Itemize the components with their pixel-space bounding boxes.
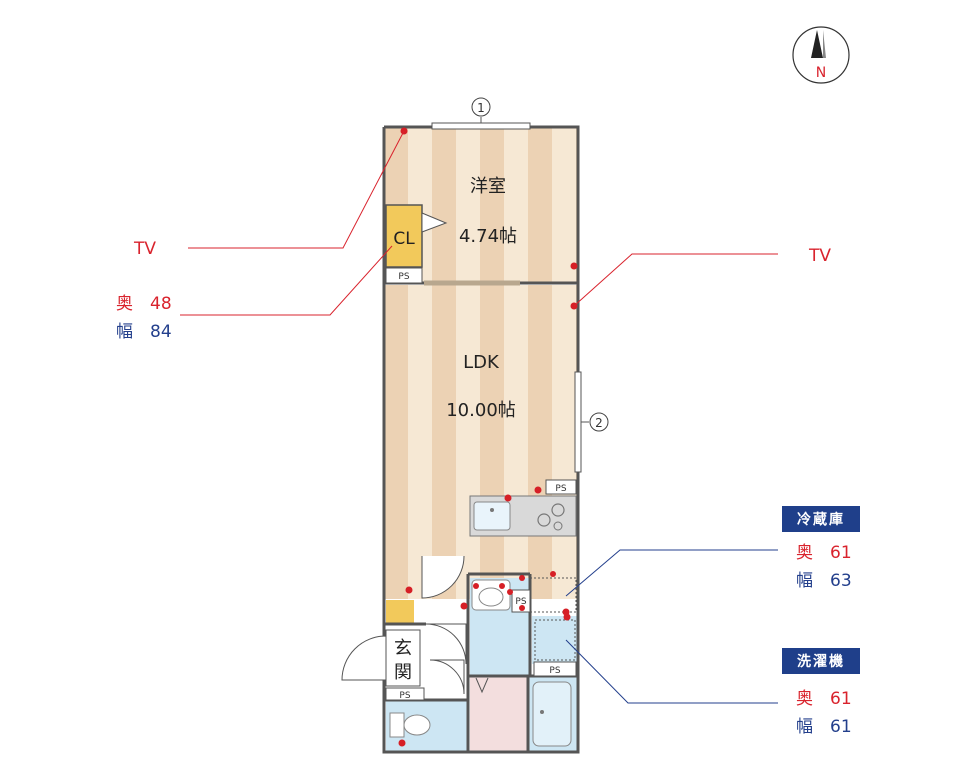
tv-right-label: TV — [808, 246, 831, 266]
window-1-label: 1 — [477, 101, 485, 115]
tv-left-leader — [188, 130, 405, 249]
kitchen-counter — [469, 495, 577, 537]
fridge-depth-value: 61 — [830, 543, 852, 563]
closet — [385, 204, 423, 268]
washer-leader — [565, 639, 778, 704]
entrance-box — [385, 629, 421, 687]
washer-depth-label: 奥 — [796, 689, 813, 709]
fridge-title: 冷蔵庫 — [797, 511, 845, 528]
washer-width-value: 61 — [830, 717, 852, 737]
fridge-depth-label: 奥 — [796, 543, 813, 563]
entrance-label-1: 玄 — [394, 638, 412, 659]
fridge-width-label: 幅 — [796, 571, 813, 591]
tv-right-leader — [573, 253, 778, 307]
washer-width-label: 幅 — [796, 717, 813, 737]
washer-badge — [782, 648, 860, 674]
window-2-label: 2 — [595, 416, 603, 430]
washer-depth-value: 61 — [830, 689, 852, 709]
ps-box-4 — [533, 661, 577, 677]
outlet-dots — [398, 127, 578, 747]
fridge-leader — [565, 549, 778, 597]
shoe-box — [386, 600, 414, 624]
closet-label: CL — [393, 229, 415, 249]
ps-label-3: PS — [515, 597, 526, 607]
ps-label-5: PS — [399, 691, 410, 701]
washer-space — [532, 616, 578, 664]
window-1: 1 — [431, 97, 531, 130]
closet-width-label: 幅 — [116, 322, 133, 342]
entrance-label-2: 関 — [394, 662, 412, 683]
tv-left-label: TV — [133, 239, 156, 259]
fridge-badge — [782, 506, 860, 532]
toilet-floor — [470, 676, 528, 752]
ldk-name: LDK — [463, 352, 500, 373]
ps-label-4: PS — [549, 666, 560, 676]
closet-depth-label: 奥 — [116, 294, 133, 314]
closet-width-value: 84 — [150, 322, 172, 342]
doors — [341, 555, 489, 695]
ldk-floor — [384, 285, 578, 599]
closet-leader — [180, 245, 393, 316]
compass-icon: N — [792, 26, 850, 84]
bathtub — [532, 681, 572, 747]
compass-north-label: N — [816, 65, 826, 81]
ps-box-1 — [385, 267, 423, 284]
fridge-width-value: 63 — [830, 571, 852, 591]
western-room-size: 4.74帖 — [459, 226, 517, 247]
closet-door — [421, 212, 448, 233]
washer-title: 洗濯機 — [797, 653, 845, 670]
window-2: 2 — [574, 371, 609, 473]
ps-box-5 — [385, 687, 425, 701]
ps-box-3 — [511, 589, 531, 613]
ps-label-1: PS — [398, 272, 409, 282]
washer-space-outline — [534, 619, 576, 661]
western-room-name: 洋室 — [470, 176, 506, 197]
ps-box-2 — [545, 479, 577, 495]
toilet — [389, 712, 431, 738]
ldk-size: 10.00帖 — [446, 400, 516, 421]
closet-depth-value: 48 — [150, 294, 172, 314]
ps-label-2: PS — [555, 484, 566, 494]
